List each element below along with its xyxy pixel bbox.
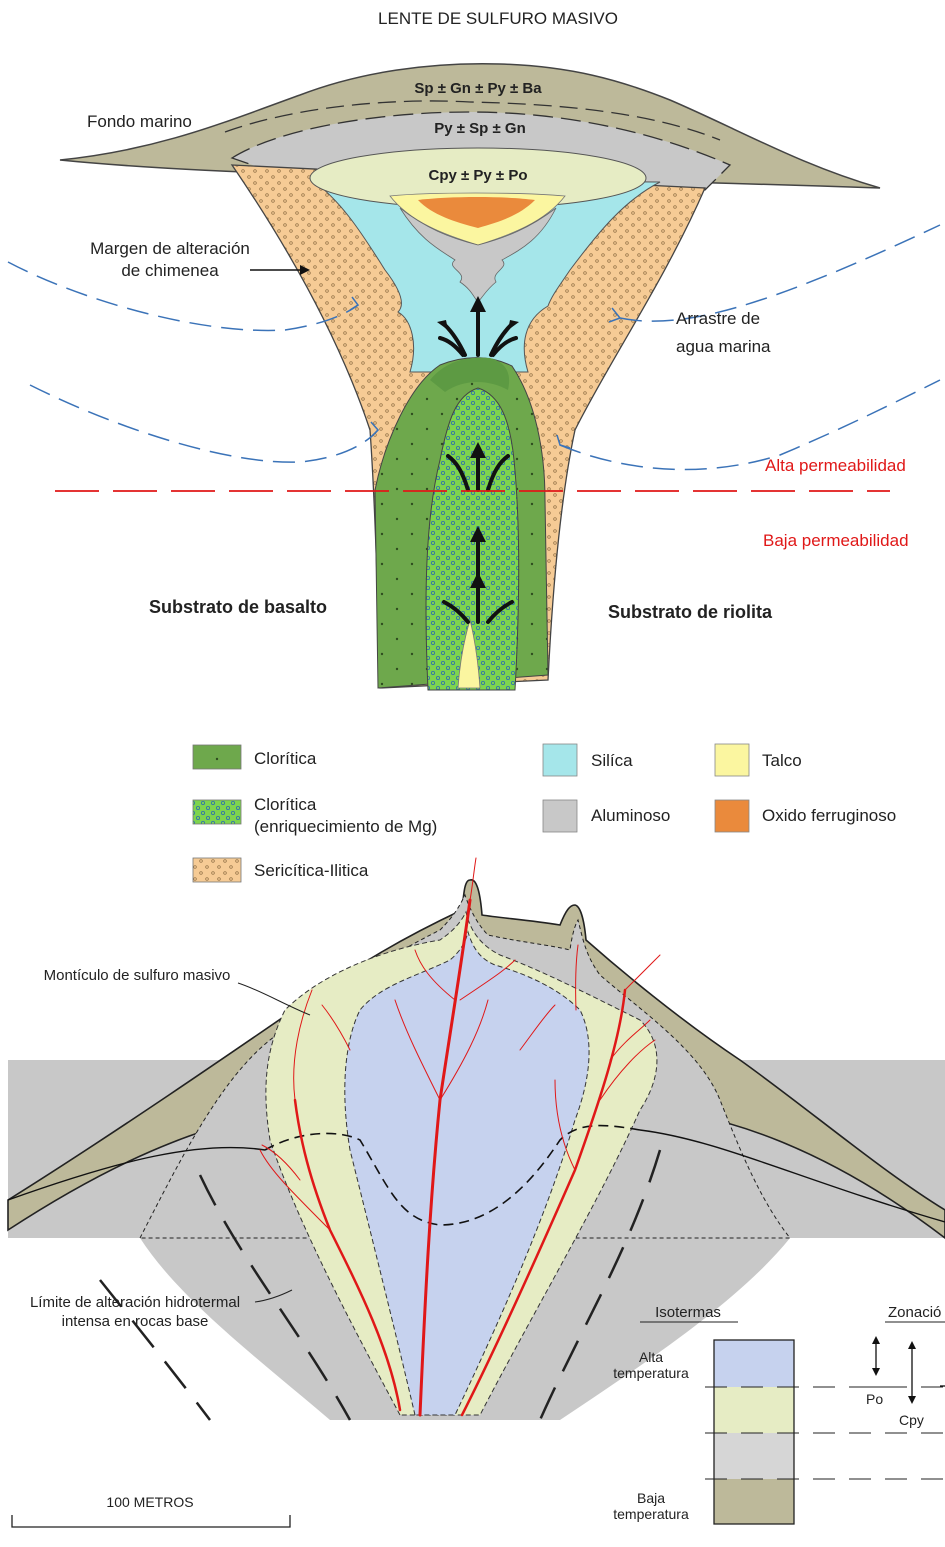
- legend-label-aluminous: Aluminoso: [591, 806, 670, 825]
- legend-label-silica: Silíca: [591, 751, 633, 770]
- label-high-temp-1: Alta: [639, 1349, 663, 1365]
- legend-swatch-sericite: [193, 858, 241, 882]
- label-high-temp-2: temperatura: [613, 1365, 689, 1381]
- legend-label-chlorite-mg-2: (enriquecimiento de Mg): [254, 817, 437, 836]
- label-zonation: Zonació: [888, 1304, 941, 1321]
- label-mound: Montículo de sulfuro masivo: [44, 967, 231, 984]
- legend-swatch-iron-oxide: [715, 800, 749, 832]
- label-sp-gn-py-ba: Sp ± Gn ± Py ± Ba: [414, 80, 542, 97]
- legend-swatch-talc: [715, 744, 749, 776]
- label-seafloor: Fondo marino: [87, 112, 192, 131]
- legend-label-iron-oxide: Oxido ferruginoso: [762, 806, 896, 825]
- label-seawater-1: Arrastre de: [676, 309, 760, 328]
- legend-swatch-chlorite-mg: [193, 800, 241, 824]
- legend-swatch-silica: [543, 744, 577, 776]
- label-py-sp-gn: Py ± Sp ± Gn: [434, 120, 525, 137]
- label-cpy: Cpy: [899, 1412, 924, 1428]
- label-rhyolite-substrate: Substrato de riolita: [608, 602, 773, 622]
- legend-swatch-aluminous: [543, 800, 577, 832]
- label-high-permeability: Alta permeabilidad: [765, 456, 906, 475]
- legend-label-sericite: Sericítica-Ilitica: [254, 861, 369, 880]
- label-low-temp-2: temperatura: [613, 1506, 689, 1522]
- label-seawater-2: agua marina: [676, 337, 771, 356]
- isotherm-band-mid: [714, 1387, 794, 1433]
- label-isotherms: Isotermas: [655, 1304, 721, 1321]
- legend: Clorítica Clorítica (enriquecimiento de …: [193, 744, 896, 882]
- label-limit-2: intensa en rocas base: [62, 1313, 209, 1330]
- label-chimney-margin-2: de chimenea: [121, 261, 219, 280]
- isotherm-band-low: [714, 1479, 794, 1524]
- diagram-title: LENTE DE SULFURO MASIVO: [378, 9, 618, 28]
- label-po: Po: [866, 1391, 883, 1407]
- label-cpy-py-po: Cpy ± Py ± Po: [429, 167, 528, 184]
- label-chimney-margin-1: Margen de alteración: [90, 239, 250, 258]
- legend-label-chlorite: Clorítica: [254, 749, 317, 768]
- legend-label-talc: Talco: [762, 751, 802, 770]
- isotherm-band-lower: [714, 1433, 794, 1479]
- label-low-permeability: Baja permeabilidad: [763, 531, 909, 550]
- isotherm-band-high: [714, 1340, 794, 1387]
- scale-label: 100 METROS: [106, 1494, 193, 1510]
- label-limit-1: Límite de alteración hidrotermal: [30, 1294, 240, 1311]
- legend-swatch-chlorite: [193, 745, 241, 769]
- legend-label-chlorite-mg-1: Clorítica: [254, 795, 317, 814]
- label-low-temp-1: Baja: [637, 1490, 665, 1506]
- label-basalt-substrate: Substrato de basalto: [149, 597, 327, 617]
